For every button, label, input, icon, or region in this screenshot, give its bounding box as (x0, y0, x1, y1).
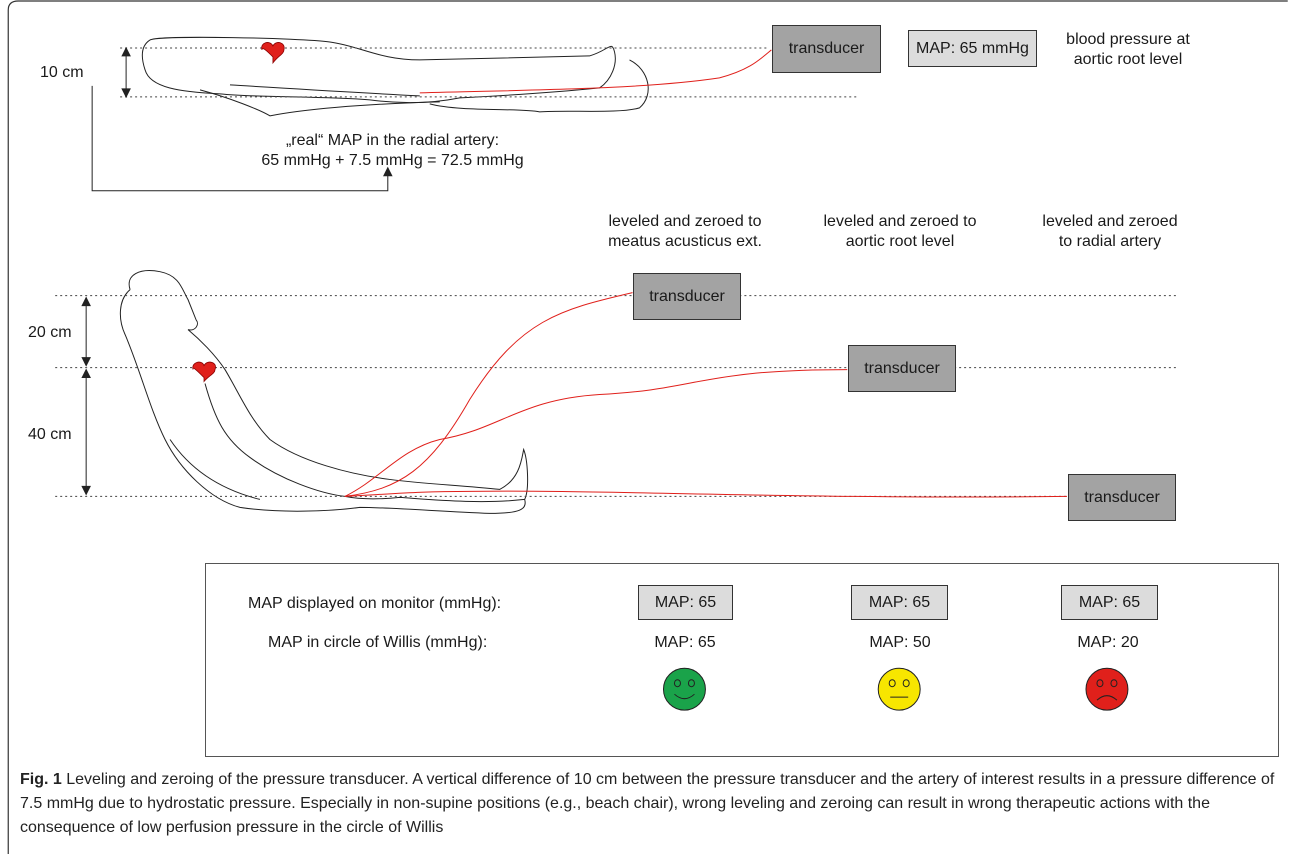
header-meatus-line2: meatus acusticus ext. (608, 233, 762, 250)
map-display-box-aortic: MAP: 65 (851, 585, 948, 620)
real-map-line1: „real“ MAP in the radial artery: (285, 132, 500, 149)
catheter-lines (344, 292, 1068, 498)
transducer-box-top: transducer (772, 25, 881, 73)
distance-label-40cm: 40 cm (28, 426, 72, 443)
header-radial-artery-line2: to radial artery (1058, 233, 1162, 250)
summary-panel (205, 563, 1279, 757)
figure-border (7, 0, 1288, 855)
heart-icon (261, 42, 285, 65)
real-map-note: „real“ MAP in the radial artery: 65 mmHg… (230, 131, 555, 171)
figure-number: Fig. 1 (20, 771, 62, 788)
header-radial-artery: leveled and zeroed to radial artery (1010, 212, 1210, 252)
level-dotted-lines (55, 295, 1179, 497)
transducer-box-meatus: transducer (633, 273, 741, 320)
distance-arrows-middle (81, 296, 91, 496)
row-label-displayed: MAP displayed on monitor (mmHg): (248, 595, 502, 612)
neutral-face-icon (877, 667, 921, 711)
catheter-line-top (419, 49, 772, 94)
header-aortic-root-line2: aortic root level (845, 233, 955, 250)
row-label-willis: MAP in circle of Willis (mmHg): (268, 634, 488, 651)
transducer-box-aortic: transducer (848, 345, 956, 392)
distance-label-20cm: 20 cm (28, 324, 72, 341)
header-meatus: leveled and zeroed to meatus acusticus e… (585, 212, 785, 252)
bp-note-line1: blood pressure at (1066, 31, 1190, 48)
map-display-box-top: MAP: 65 mmHg (908, 30, 1037, 67)
heart-icon-middle (192, 361, 216, 383)
header-aortic-root-line1: leveled and zeroed to (823, 213, 977, 230)
supine-patient-outline (141, 36, 649, 117)
bp-note-line2: aortic root level (1073, 51, 1183, 68)
map-display-box-meatus: MAP: 65 (638, 585, 733, 620)
willis-value-radial: MAP: 20 (1077, 634, 1139, 651)
header-radial-artery-line1: leveled and zeroed (1042, 213, 1178, 230)
sad-face-icon (1085, 667, 1129, 711)
header-meatus-line1: leveled and zeroed to (608, 213, 762, 230)
willis-value-meatus: MAP: 65 (654, 634, 716, 651)
beach-chair-patient-outline (119, 270, 529, 514)
real-map-connector-arrow (91, 85, 393, 192)
transducer-box-radial: transducer (1068, 474, 1176, 521)
header-aortic-root: leveled and zeroed to aortic root level (800, 212, 1000, 252)
aortic-root-dotted-line-top (120, 47, 860, 98)
figure-caption: Fig. 1 Leveling and zeroing of the press… (20, 768, 1275, 840)
caption-text: Leveling and zeroing of the pressure tra… (20, 771, 1275, 836)
map-display-box-radial: MAP: 65 (1061, 585, 1158, 620)
happy-face-icon (662, 667, 706, 711)
distance-arrow-10cm (121, 46, 131, 99)
real-map-line2: 65 mmHg + 7.5 mmHg = 72.5 mmHg (261, 152, 524, 169)
distance-label-10cm: 10 cm (40, 64, 84, 81)
willis-value-aortic: MAP: 50 (869, 634, 931, 651)
bp-note: blood pressure at aortic root level (1042, 30, 1214, 70)
